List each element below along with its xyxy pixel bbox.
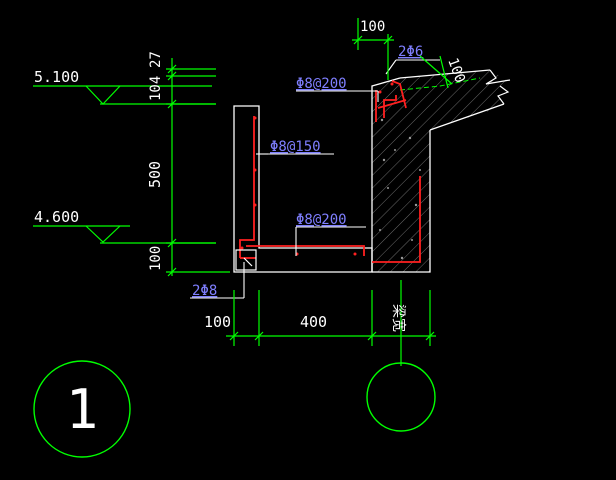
rebar-lines <box>239 80 421 263</box>
elevation-label-bottom: 4.600 <box>34 208 79 226</box>
dim-beam-width: 梁宽 <box>390 304 407 332</box>
elevation-marker-bottom <box>33 225 216 244</box>
rebar-label-phi8-200-top: Φ8@200 <box>296 76 347 92</box>
corner-bar-marker <box>235 249 257 271</box>
axis-bubble <box>366 362 436 432</box>
rebar-label-2phi8: 2Φ8 <box>192 283 217 299</box>
rebar-label-2phi6: 2Φ6 <box>398 44 423 60</box>
beam-section <box>371 77 431 273</box>
rebar-points <box>240 82 394 256</box>
rebar-label-phi8-200-mid: Φ8@200 <box>296 212 347 228</box>
dim-100-top: 100 <box>360 19 385 35</box>
dim-27: 27 <box>148 51 164 68</box>
elevation-label-top: 5.100 <box>34 68 79 86</box>
rebar-leaders <box>190 59 440 299</box>
dim-104: 104 <box>148 76 164 101</box>
dim-100-vertical: 100 <box>148 246 164 271</box>
vertical-dimension-chain <box>166 58 230 277</box>
detail-number: 1 <box>66 378 99 441</box>
dim-400: 400 <box>300 313 327 331</box>
rebar-label-phi8-150: Φ8@150 <box>270 139 321 155</box>
dim-100-bottom: 100 <box>204 313 231 331</box>
dim-500: 500 <box>146 161 164 188</box>
top-dimension <box>352 18 453 89</box>
elevation-marker-top <box>33 85 216 105</box>
detail-number-bubble: 1 <box>33 360 131 458</box>
bottom-dimension-chain <box>226 280 436 366</box>
